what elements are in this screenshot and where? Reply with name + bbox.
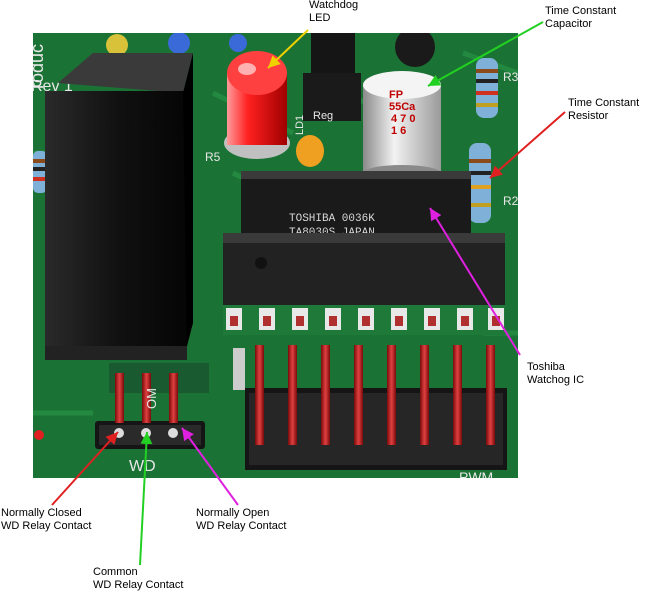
label-watchdog-led-line2: LED [309, 12, 331, 24]
circuit-board-photo: roduc Rev 1 OM WD R5 [33, 33, 518, 478]
cap-16-label: 1 6 [391, 125, 406, 137]
board-r2-label: R2 [503, 194, 518, 208]
ic-pins [223, 305, 505, 335]
board-rev-label: roduc [33, 44, 47, 89]
small-blue-cap-2 [229, 34, 247, 52]
board-reg-label: Reg [313, 110, 333, 122]
board-r5-label: R5 [205, 150, 221, 164]
board-wd-label: WD [129, 458, 156, 475]
dip-chip [223, 233, 505, 308]
small-blue-cap [168, 33, 190, 54]
label-capacitor-line2: Capacitor [545, 18, 593, 30]
label-no-line1: Normally Open [196, 507, 270, 519]
label-common-line2: WD Relay Contact [93, 579, 184, 591]
label-resistor-line2: Resistor [568, 110, 609, 122]
board-ld1-label: LD1 [294, 115, 306, 135]
voltage-regulator [303, 33, 361, 121]
label-normally-open: Normally Open WD Relay Contact [196, 507, 286, 533]
relay [45, 53, 193, 360]
board-r3-label: R3 [503, 70, 518, 84]
small-yellow-cap [106, 34, 128, 56]
resistor-r1-time-constant [469, 143, 491, 223]
toshiba-watchdog-ic: TOSHIBA 0036K TA8030S JAPAN [241, 171, 471, 243]
resistor-r3 [476, 58, 498, 118]
black-round-component [395, 33, 435, 67]
cap-470-label: 4 7 0 [391, 113, 415, 125]
label-normally-closed: Normally Closed WD Relay Contact [1, 507, 91, 533]
cap-fp-label: FP [389, 89, 403, 101]
label-time-constant-capacitor: Time Constant Capacitor [545, 5, 616, 31]
pin-header [233, 345, 507, 470]
label-watchdog-led: Watchdog LED [309, 0, 358, 25]
label-time-constant-resistor: Time Constant Resistor [568, 97, 639, 123]
left-resistor [33, 151, 47, 193]
watchdog-led [224, 51, 290, 159]
time-constant-capacitor: FP 55Ca 4 7 0 1 6 [363, 71, 441, 181]
label-common-line1: Common [93, 566, 138, 578]
label-capacitor-line1: Time Constant [545, 5, 617, 17]
label-nc-line1: Normally Closed [1, 507, 82, 519]
label-nc-line2: WD Relay Contact [1, 520, 92, 532]
label-common: Common WD Relay Contact [93, 566, 183, 592]
board-om-label: OM [144, 388, 159, 409]
label-toshiba-ic: Toshiba Watchog IC [527, 361, 584, 387]
label-toshiba-line1: Toshiba [527, 361, 565, 373]
cap-55ca-label: 55Ca [389, 101, 416, 113]
red-dot [34, 430, 44, 440]
label-watchdog-led-line1: Watchdog [309, 0, 359, 11]
label-toshiba-line2: Watchog IC [527, 374, 585, 386]
label-no-line2: WD Relay Contact [196, 520, 287, 532]
label-resistor-line1: Time Constant [568, 97, 640, 109]
board-pwm-label: PWM [459, 469, 493, 478]
chip-line-1: TOSHIBA 0036K [289, 213, 375, 225]
orange-tantalum [296, 135, 324, 167]
